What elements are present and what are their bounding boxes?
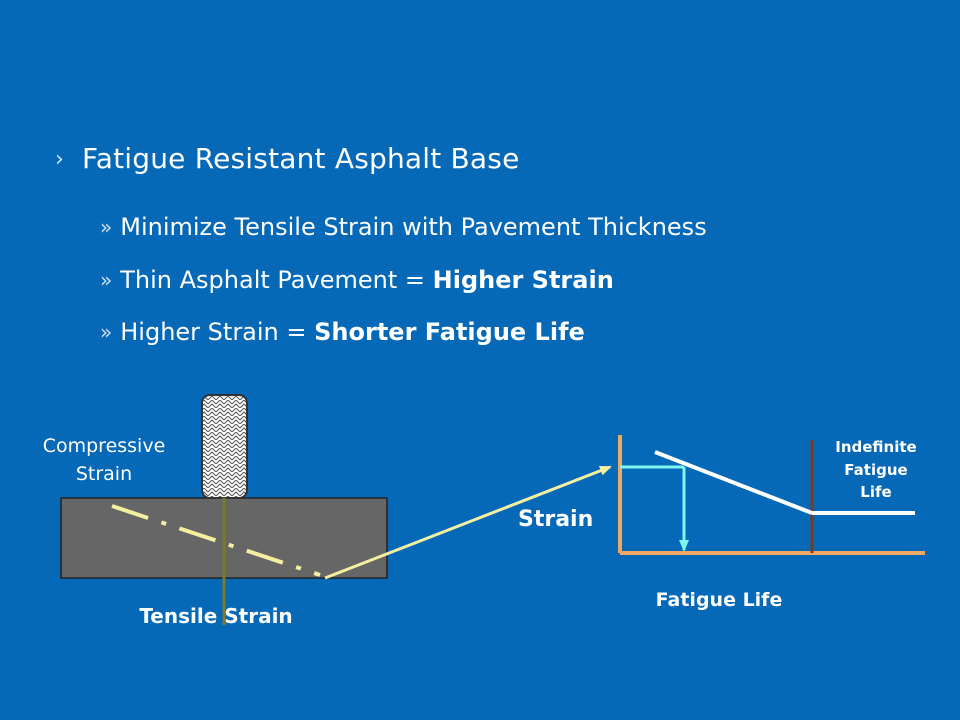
sub-bullet-1-text: Minimize Tensile Strain with Pavement Th… [120,213,707,241]
sub-bullet-2-text: Thin Asphalt Pavement = [120,266,433,294]
double-chevron-bullet-icon: » [100,215,113,239]
main-bullet-text: Fatigue Resistant Asphalt Base [82,142,520,175]
pointer-arrow [324,465,612,580]
indefinite-label-line1: Indefinite [835,438,916,456]
compressive-label-line1: Compressive [43,435,166,457]
fatigue-life-axis-label: Fatigue Life [656,589,783,611]
main-bullet: › Fatigue Resistant Asphalt Base [55,142,520,175]
sub-bullet-3-bold: Shorter Fatigue Life [314,318,585,346]
double-chevron-bullet-icon: » [100,320,113,344]
fatigue-curve [654,450,813,515]
tensile-strain-label: Tensile Strain [139,604,292,628]
sub-bullet-2: » Thin Asphalt Pavement = Higher Strain [100,266,614,294]
sub-bullet-3: » Higher Strain = Shorter Fatigue Life [100,318,585,346]
compressive-label-line2: Strain [76,463,132,485]
indefinite-label-line2: Fatigue [844,461,907,479]
strain-axis-label: Strain [518,507,593,532]
sub-bullet-3-text: Higher Strain = [120,318,315,346]
sub-bullet-1: » Minimize Tensile Strain with Pavement T… [100,213,707,241]
strain-profile-line [111,504,321,577]
wheel-load [201,394,248,499]
sub-bullet-2-bold: Higher Strain [432,266,614,294]
chevron-bullet-icon: › [55,147,64,172]
double-chevron-bullet-icon: » [100,268,113,292]
indefinite-label-line3: Life [860,483,891,501]
